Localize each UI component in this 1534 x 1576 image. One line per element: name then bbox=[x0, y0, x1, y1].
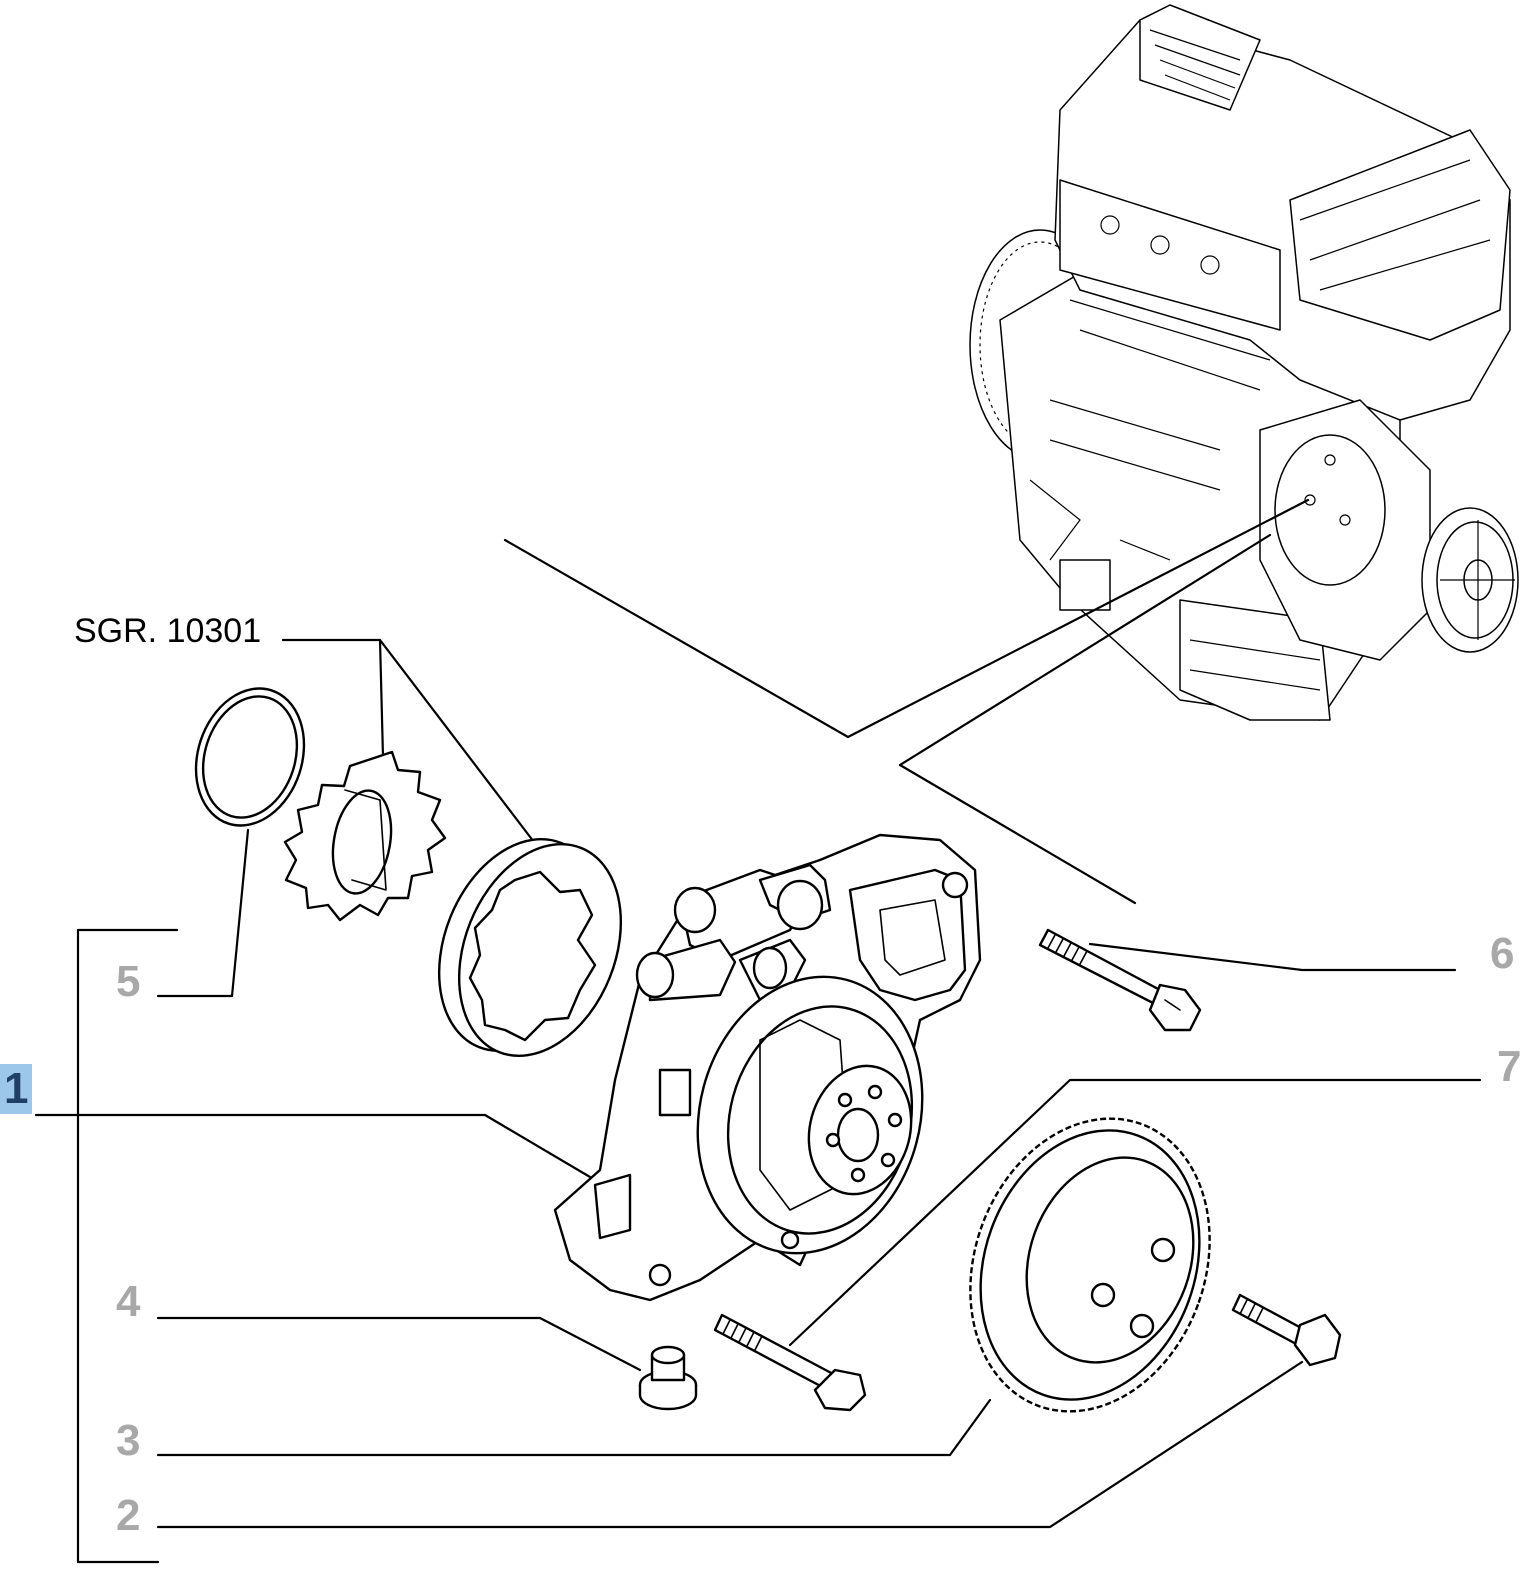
leader-line-6 bbox=[1088, 942, 1457, 972]
leader-line-3 bbox=[156, 1398, 992, 1457]
drive-gear-3-part bbox=[969, 1117, 1211, 1413]
inner-rotor-part bbox=[283, 750, 447, 922]
bolt-6-part bbox=[1038, 928, 1202, 1032]
group-bracket-line bbox=[281, 638, 385, 759]
explosion-guide-line bbox=[898, 763, 1137, 905]
explosion-guide-line bbox=[503, 498, 1310, 739]
callout-7[interactable]: 7 bbox=[1497, 1042, 1522, 1091]
outer-rotor-part bbox=[437, 838, 623, 1057]
leader-line-5 bbox=[156, 828, 250, 998]
oil-pump-housing-part bbox=[553, 833, 982, 1302]
group-reference-label: SGR. 10301 bbox=[74, 612, 262, 650]
callout-6[interactable]: 6 bbox=[1490, 929, 1515, 978]
o-ring-part bbox=[194, 687, 306, 827]
bolt-7-part bbox=[713, 1313, 867, 1412]
leader-line-4 bbox=[156, 1316, 642, 1372]
plug-4-part bbox=[638, 1345, 698, 1411]
callout-2[interactable]: 2 bbox=[116, 1491, 141, 1540]
assembly-bracket-line bbox=[76, 928, 179, 1564]
explosion-guide-line bbox=[898, 533, 1272, 767]
leader-line-7 bbox=[788, 1078, 1482, 1347]
leader-line-1 bbox=[34, 1113, 592, 1179]
callout-1[interactable]: 1 bbox=[0, 1064, 33, 1114]
callout-4[interactable]: 4 bbox=[116, 1277, 141, 1326]
bolt-2-part bbox=[1231, 1293, 1342, 1367]
callout-3[interactable]: 3 bbox=[116, 1416, 141, 1465]
engine-assembly-drawing bbox=[969, 4, 1519, 721]
group-bracket-line bbox=[378, 638, 539, 848]
leader-line-2 bbox=[156, 1360, 1304, 1529]
callout-5[interactable]: 5 bbox=[116, 957, 141, 1006]
